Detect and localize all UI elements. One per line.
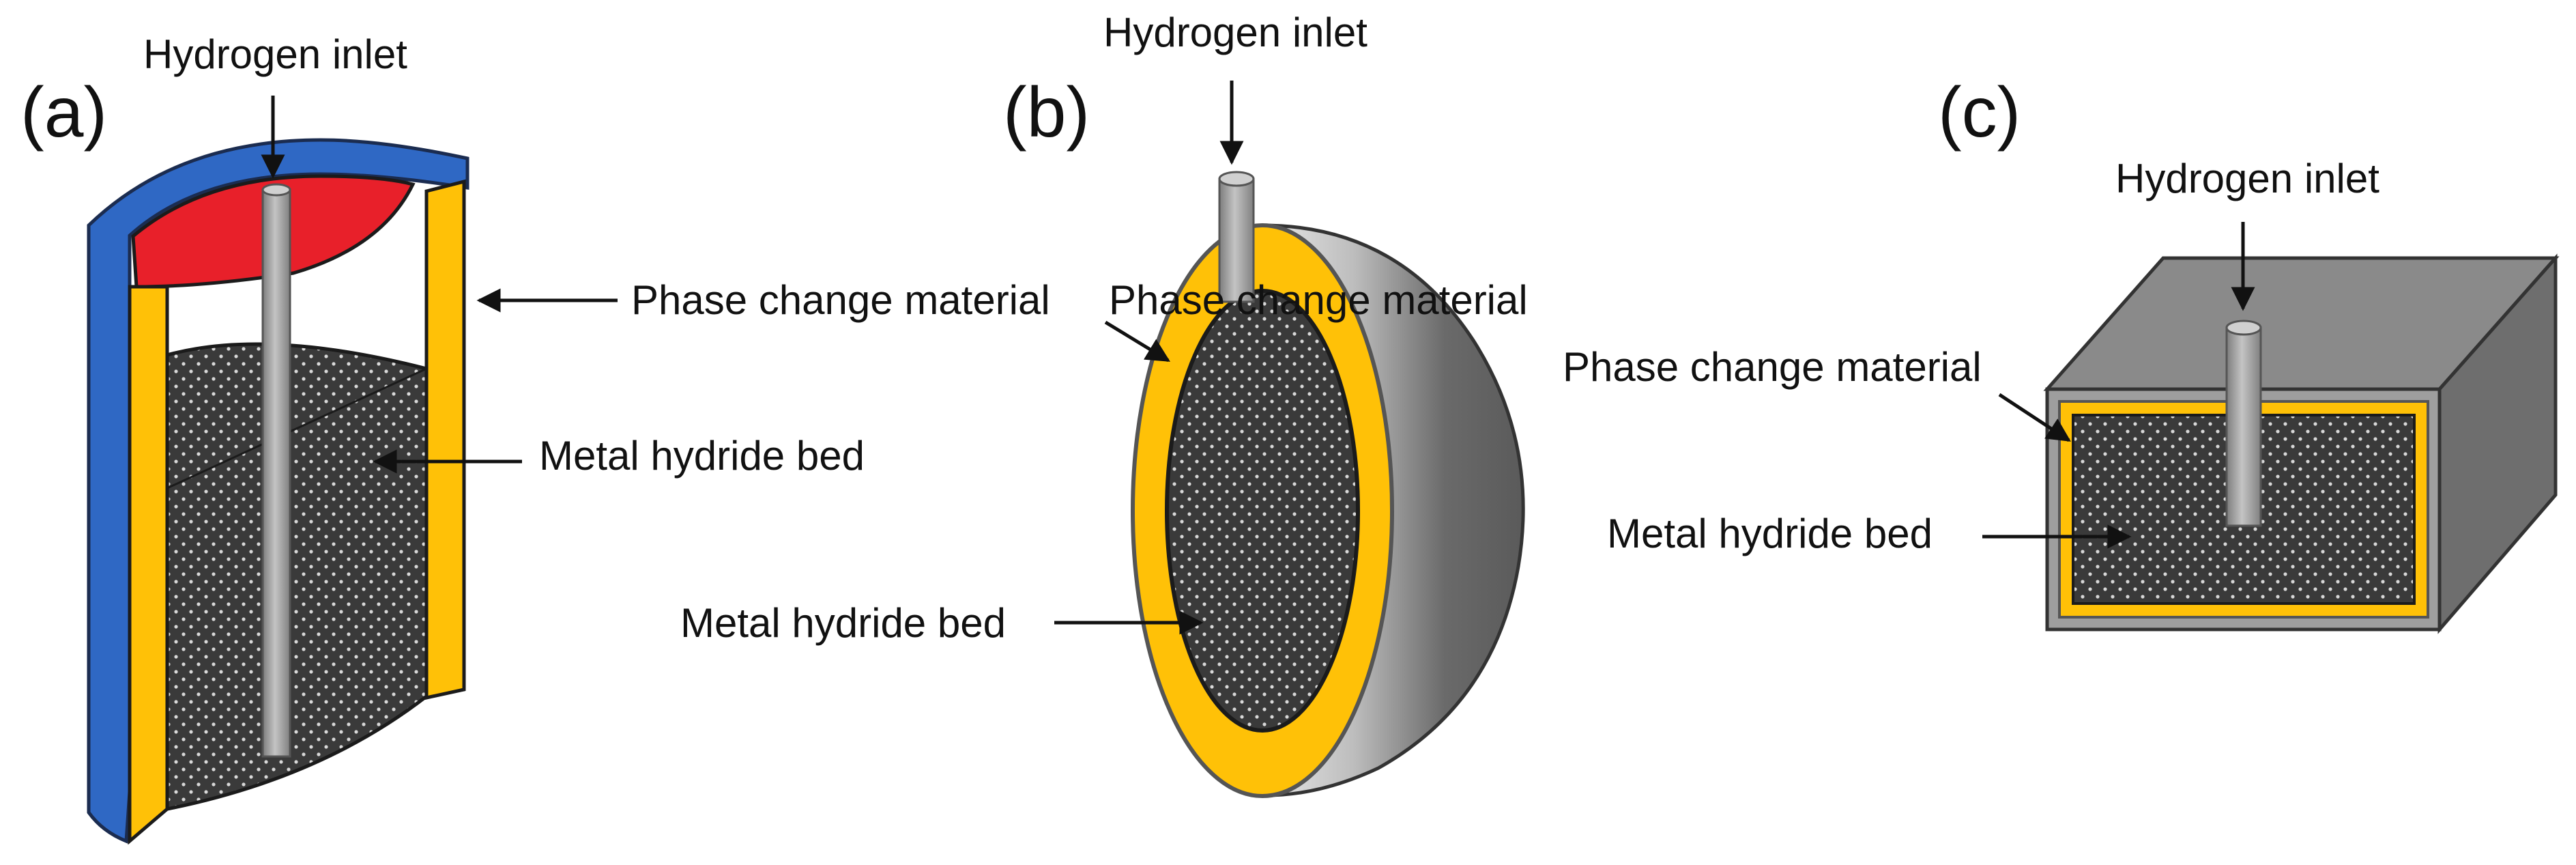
outer-shell: [87, 138, 469, 844]
label-hydrogen-inlet-c: Hydrogen inlet: [2115, 156, 2379, 201]
label-pcm-c: Phase change material: [1563, 344, 1982, 390]
pcm-right: [424, 179, 466, 700]
label-hydrogen-inlet-b: Hydrogen inlet: [1103, 10, 1367, 55]
label-mhb-a: Metal hydride bed: [539, 433, 865, 479]
pipe-top-b: [1218, 171, 1255, 187]
bed-edge-line: [167, 367, 427, 490]
metal-hydride-bed-a: [165, 342, 429, 812]
arrow-pcm-b: [1104, 320, 1170, 363]
panel-a-tag: (a): [20, 73, 107, 152]
panel-b: (b) Hydrogen inlet Phase change material…: [680, 10, 1528, 798]
panel-b-tag: (b): [1003, 73, 1090, 152]
label-pcm-a: Phase change material: [631, 277, 1050, 323]
hydrogen-pipe-a: [261, 188, 291, 758]
panel-c-tag: (c): [1938, 73, 2021, 152]
metal-hydride-bed-b: [1165, 289, 1360, 733]
hydrogen-pipe-c: [2225, 326, 2262, 527]
label-mhb-b: Metal hydride bed: [680, 600, 1006, 646]
arrow-pcm-c: [1998, 393, 2071, 442]
pipe-top-c: [2225, 320, 2262, 336]
label-mhb-c: Metal hydride bed: [1607, 511, 1933, 556]
pipe-top-a: [261, 183, 291, 197]
panel-a: (a) Hydrogen inlet Phase change material…: [20, 31, 1050, 845]
pcm-left: [128, 285, 169, 845]
label-pcm-b: Phase change material: [1109, 277, 1528, 323]
panel-c: (c) Hydrogen inlet Phase change material…: [1563, 73, 2560, 634]
label-hydrogen-inlet-a: Hydrogen inlet: [143, 31, 407, 77]
